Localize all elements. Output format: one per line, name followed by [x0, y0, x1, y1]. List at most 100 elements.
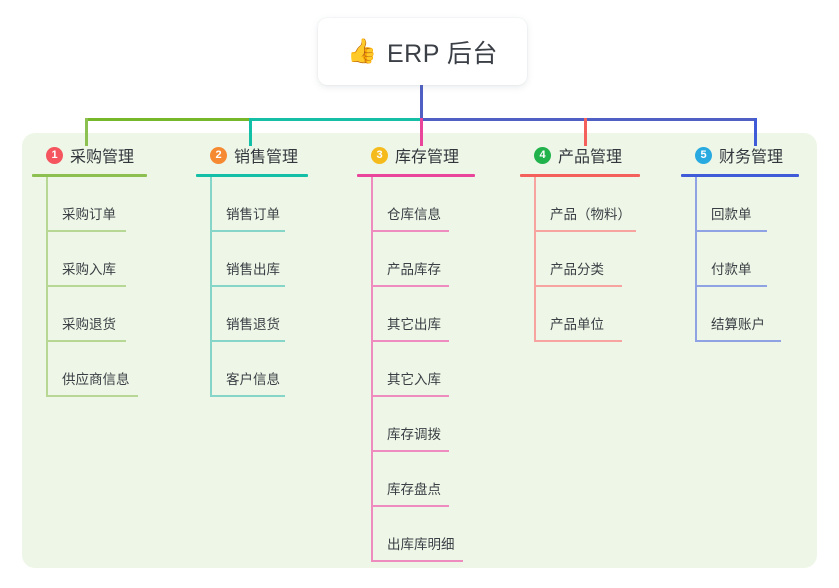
branch-header-2[interactable]: 2 销售管理 — [196, 143, 306, 167]
branch-title-5: 财务管理 — [719, 149, 784, 166]
list-item-rule — [371, 230, 449, 232]
list-item[interactable]: 产品分类 — [520, 232, 642, 287]
list-item-label: 采购入库 — [62, 262, 116, 277]
list-item-label: 采购退货 — [62, 317, 116, 332]
list-item-label: 产品（物料） — [550, 207, 631, 222]
branch-items-4: 产品（物料） 产品分类产品单位 — [520, 177, 642, 342]
list-item-label: 库存调拨 — [387, 427, 441, 442]
root-node[interactable]: 👍 ERP 后台 — [318, 18, 527, 85]
branch-rule-3 — [357, 174, 475, 177]
list-item-rule — [46, 340, 126, 342]
branch-rule-2 — [196, 174, 308, 177]
list-item-rule — [210, 285, 285, 287]
branch-badge-2: 2 — [210, 146, 227, 164]
list-item-rule — [210, 395, 285, 397]
drop-line-2 — [249, 118, 252, 146]
branch-spine-2 — [210, 177, 212, 397]
list-item-rule — [371, 505, 449, 507]
list-item[interactable]: 供应商信息 — [32, 342, 150, 397]
list-item-label: 出库库明细 — [387, 537, 455, 552]
list-item-rule — [695, 230, 767, 232]
branch-rule-4 — [520, 174, 640, 177]
branch-rule-1 — [32, 174, 147, 177]
branch-items-1: 采购订单采购入库采购退货供应商信息 — [32, 177, 150, 397]
branch-items-2: 销售订单销售出库销售退货客户信息 — [196, 177, 306, 397]
list-item-label: 其它入库 — [387, 372, 441, 387]
list-item[interactable]: 其它入库 — [357, 342, 477, 397]
branch-title-3: 库存管理 — [395, 149, 460, 166]
list-item-label: 销售出库 — [226, 262, 280, 277]
list-item-rule — [210, 340, 285, 342]
list-item[interactable]: 产品库存 — [357, 232, 477, 287]
list-item-label: 库存盘点 — [387, 482, 441, 497]
drop-line-3 — [420, 118, 423, 146]
branch-title-1: 采购管理 — [70, 149, 135, 166]
list-item-label: 销售退货 — [226, 317, 280, 332]
list-item-label: 付款单 — [711, 262, 752, 277]
branch-items-5: 回款单付款单结算账户 — [681, 177, 801, 342]
list-item[interactable]: 其它出库 — [357, 287, 477, 342]
list-item-rule — [46, 285, 126, 287]
list-item[interactable]: 产品（物料） — [520, 177, 642, 232]
list-item[interactable]: 销售订单 — [196, 177, 306, 232]
branch-badge-3: 3 — [371, 146, 388, 164]
list-item[interactable]: 采购订单 — [32, 177, 150, 232]
list-item-label: 销售订单 — [226, 207, 280, 222]
branch-items-3: 仓库信息产品库存其它出库其它入库库存调拨库存盘点出库库明细 — [357, 177, 477, 562]
list-item-label: 供应商信息 — [62, 372, 130, 387]
list-item[interactable]: 采购入库 — [32, 232, 150, 287]
bar-segment-teal — [249, 118, 421, 121]
branch-rule-5 — [681, 174, 799, 177]
thumbs-up-icon: 👍 — [347, 37, 377, 65]
list-item-label: 客户信息 — [226, 372, 280, 387]
list-item[interactable]: 采购退货 — [32, 287, 150, 342]
list-item-rule — [371, 340, 449, 342]
list-item-rule — [695, 340, 781, 342]
list-item[interactable]: 库存盘点 — [357, 452, 477, 507]
branch-column-5: 5 财务管理回款单付款单结算账户 — [681, 143, 801, 342]
list-item[interactable]: 销售退货 — [196, 287, 306, 342]
list-item-rule — [371, 450, 449, 452]
list-item-rule — [534, 285, 622, 287]
list-item-label: 回款单 — [711, 207, 752, 222]
branch-column-2: 2 销售管理销售订单销售出库销售退货客户信息 — [196, 143, 308, 397]
drop-line-1 — [85, 118, 88, 146]
branch-spine-5 — [695, 177, 697, 342]
list-item[interactable]: 销售出库 — [196, 232, 306, 287]
list-item-rule — [371, 395, 449, 397]
list-item-rule — [534, 230, 636, 232]
trunk-line — [420, 84, 423, 121]
list-item[interactable]: 出库库明细 — [357, 507, 477, 562]
branch-spine-1 — [46, 177, 48, 397]
list-item-rule — [534, 340, 622, 342]
branch-column-3: 3 库存管理仓库信息产品库存其它出库其它入库库存调拨库存盘点出库库明细 — [357, 143, 477, 562]
list-item-rule — [46, 395, 138, 397]
diagram-panel — [22, 133, 817, 568]
branch-title-2: 销售管理 — [234, 149, 299, 166]
branch-header-3[interactable]: 3 库存管理 — [357, 143, 477, 167]
branch-spine-3 — [371, 177, 373, 562]
list-item-label: 其它出库 — [387, 317, 441, 332]
list-item-label: 产品单位 — [550, 317, 604, 332]
list-item-rule — [695, 285, 767, 287]
list-item-rule — [46, 230, 126, 232]
root-title: ERP 后台 — [386, 39, 498, 68]
list-item[interactable]: 仓库信息 — [357, 177, 477, 232]
bar-segment-blue — [420, 118, 757, 121]
list-item[interactable]: 产品单位 — [520, 287, 642, 342]
list-item-rule — [371, 285, 449, 287]
list-item-label: 产品分类 — [550, 262, 604, 277]
list-item[interactable]: 客户信息 — [196, 342, 306, 397]
list-item[interactable]: 库存调拨 — [357, 397, 477, 452]
list-item[interactable]: 结算账户 — [681, 287, 801, 342]
list-item[interactable]: 付款单 — [681, 232, 801, 287]
list-item[interactable]: 回款单 — [681, 177, 801, 232]
list-item-label: 产品库存 — [387, 262, 441, 277]
list-item-label: 结算账户 — [711, 317, 765, 332]
bar-segment-green — [85, 118, 250, 121]
branch-header-5[interactable]: 5 财务管理 — [681, 143, 801, 167]
branch-badge-5: 5 — [695, 146, 712, 164]
